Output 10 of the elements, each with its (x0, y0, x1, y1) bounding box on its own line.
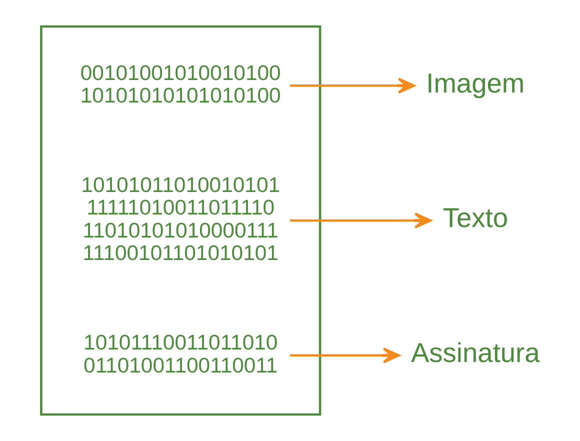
node-text: Imagem (426, 67, 524, 98)
cluster (40, 25, 321, 416)
arrow (289, 78, 415, 94)
node-text: Texto (442, 202, 508, 234)
arrow (289, 347, 400, 364)
arrow (289, 212, 432, 228)
node-text: 10101110011011010 01101001100110011 (83, 332, 278, 378)
node-text: 10101011010010101 11111010011011110 11010101010000111 11100101101010101 (80, 174, 280, 266)
node-text: Assinatura (410, 337, 540, 368)
node-text: 00101001010010100 10101010101010100 (80, 62, 280, 108)
